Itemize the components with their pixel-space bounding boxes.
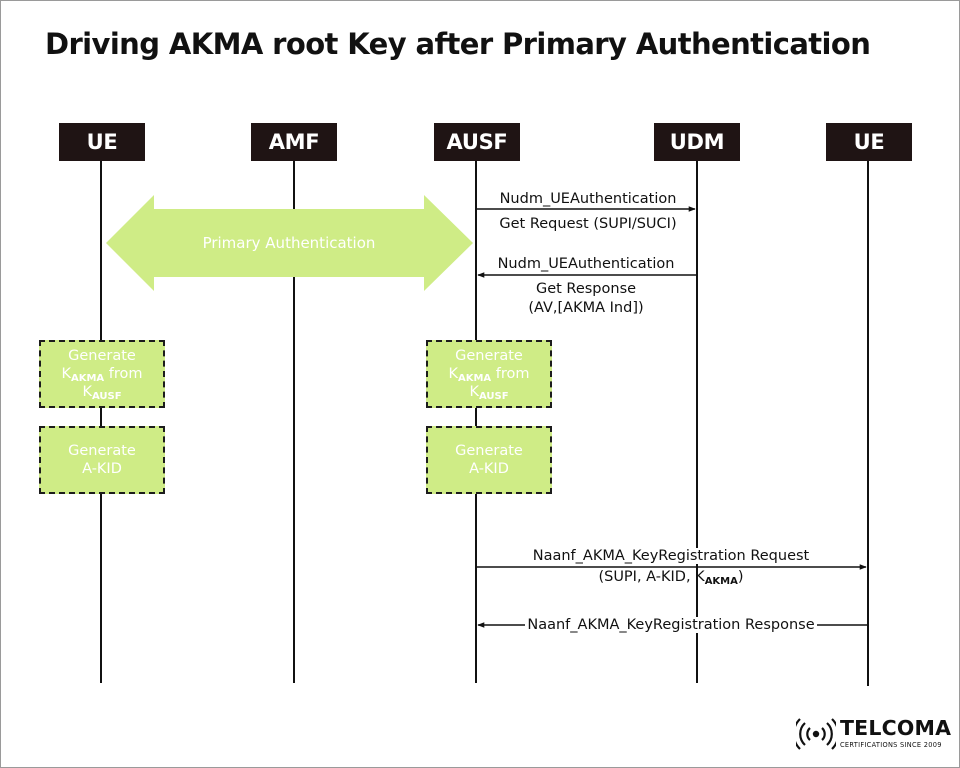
entity-ue-right: UE [826,123,912,161]
primary-authentication-label: Primary Authentication [202,234,376,252]
key-reg-request-close-paren: ) [737,569,744,585]
ue-generate-kakma-box: Generate KAKMA from KAUSF [39,340,165,408]
ue-from-label: from [108,366,143,382]
entity-udm: UDM [654,123,740,161]
ausf-akid-line1: Generate [455,443,523,459]
ausf-kausf-line: KAUSF [469,383,509,402]
ausf-generate-label: Generate [455,348,523,364]
get-response-label-3: (AV,[AKMA Ind]) [528,300,644,316]
get-request-label-2: Get Request (SUPI/SUCI) [499,216,677,232]
diagram-title: Driving AKMA root Key after Primary Auth… [45,27,871,61]
key-reg-request-params: (SUPI, A-KID, K [598,569,705,585]
ue-ausf-subscript: AUSF [91,391,122,402]
key-reg-request-text: Naanf_AKMA_KeyRegistration Request [530,548,812,564]
get-request-label-1: Nudm_UEAuthentication [499,191,677,207]
get-response-label-1: Nudm_UEAuthentication [497,256,675,272]
ue-kausf-line: KAUSF [82,383,122,402]
ausf-kakma-line: KAKMA from [448,365,530,384]
ausf-generate-akid-box: Generate A-KID [426,426,552,494]
key-reg-response-label: Naanf_AKMA_KeyRegistration Response [481,616,861,634]
key-reg-request-label-1: Naanf_AKMA_KeyRegistration Request [481,547,861,565]
ausf-generate-kakma-box: Generate KAKMA from KAUSF [426,340,552,408]
key-reg-request-label-2: (SUPI, A-KID, KAKMA) [481,568,861,587]
ue-k-symbol-2: K [82,384,92,400]
ue-akid-line2: A-KID [82,461,122,477]
signal-icon [796,718,836,750]
ausf-ausf-subscript: AUSF [478,391,509,402]
get-response-label-2: Get Response [535,281,637,297]
ue-akid-line1: Generate [68,443,136,459]
entity-amf: AMF [251,123,337,161]
ausf-k-symbol: K [448,366,458,382]
ausf-k-symbol-2: K [469,384,479,400]
entity-ausf: AUSF [434,123,520,161]
key-reg-response-text: Naanf_AKMA_KeyRegistration Response [525,617,817,633]
logo-wordmark: TELCOMA [840,716,952,740]
primary-authentication-double-arrow [106,195,473,291]
ue-generate-label: Generate [68,348,136,364]
ausf-from-label: from [495,366,530,382]
ue-generate-akid-box: Generate A-KID [39,426,165,494]
ue-k-symbol: K [61,366,71,382]
telcoma-logo: TELCOMA CERTIFICATIONS SINCE 2009 [796,713,956,753]
entity-ue-left: UE [59,123,145,161]
ue-kakma-line: KAKMA from [61,365,143,384]
logo-tagline: CERTIFICATIONS SINCE 2009 [840,741,942,749]
ausf-akma-subscript: AKMA [457,373,492,384]
ue-akma-subscript: AKMA [70,373,105,384]
ausf-akid-line2: A-KID [469,461,509,477]
key-reg-request-akma-subscript: AKMA [704,576,738,587]
